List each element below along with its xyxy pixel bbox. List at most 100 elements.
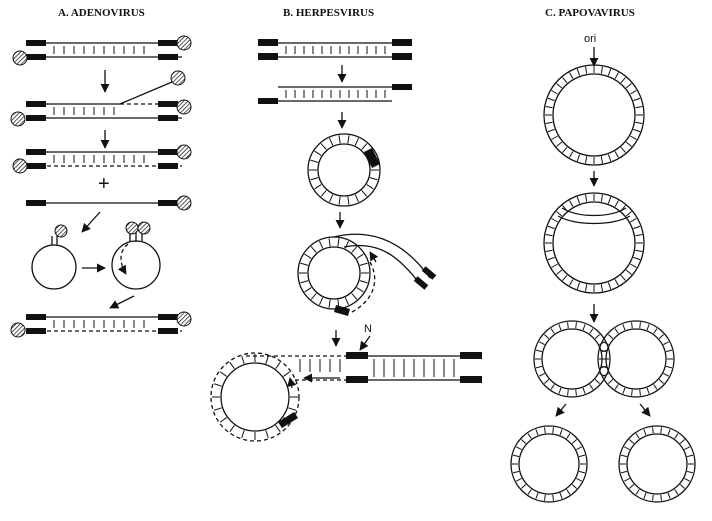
base-pair-tick bbox=[512, 454, 520, 458]
base-pair-tick bbox=[314, 150, 322, 156]
base-pair-tick bbox=[584, 284, 588, 292]
base-pair-tick bbox=[667, 492, 671, 499]
base-pair-tick bbox=[547, 256, 555, 261]
terminal-protein-icon bbox=[176, 35, 192, 51]
base-pair-tick bbox=[582, 387, 586, 394]
base-pair-tick bbox=[320, 143, 327, 150]
herpesvirus-title: B. HERPESVIRUS bbox=[283, 7, 374, 19]
base-pair-tick bbox=[328, 299, 331, 308]
step-arrow bbox=[109, 295, 135, 309]
base-pair-tick bbox=[679, 439, 686, 444]
base-pair-tick bbox=[527, 433, 532, 439]
base-pair-tick bbox=[520, 439, 527, 444]
base-pair-tick bbox=[625, 141, 632, 147]
base-pair-tick bbox=[614, 151, 619, 158]
base-pair-tick bbox=[667, 429, 671, 436]
base-pair-tick bbox=[320, 190, 327, 197]
base-pair-tick bbox=[535, 365, 543, 369]
base-pair-tick bbox=[589, 384, 594, 390]
base-pair-tick bbox=[516, 477, 522, 482]
base-pair-tick bbox=[351, 246, 358, 253]
base-pair-tick bbox=[558, 387, 562, 394]
base-pair-tick bbox=[562, 77, 568, 84]
base-pair-tick bbox=[545, 105, 553, 109]
base-pair-tick bbox=[219, 371, 227, 377]
base-pair-tick bbox=[547, 225, 555, 230]
papovavirus-panel: ori bbox=[510, 33, 696, 503]
base-pair-tick bbox=[663, 372, 669, 377]
base-pair-tick bbox=[328, 238, 331, 247]
base-pair-tick bbox=[545, 249, 553, 253]
base-pair-tick bbox=[686, 470, 694, 474]
base-pair-tick bbox=[607, 334, 614, 339]
cleavage-arrow bbox=[359, 335, 371, 351]
herpes-circular-genome bbox=[307, 133, 381, 207]
base-pair-tick bbox=[653, 328, 658, 334]
base-pair-tick bbox=[347, 196, 350, 205]
base-pair-tick bbox=[556, 83, 563, 89]
base-pair-tick bbox=[584, 194, 588, 202]
base-pair-tick bbox=[337, 238, 340, 247]
base-pair-tick bbox=[310, 293, 317, 300]
base-pair-tick bbox=[630, 263, 637, 268]
base-pair-tick bbox=[594, 334, 601, 339]
base-pair-tick bbox=[594, 379, 601, 384]
base-pair-tick bbox=[607, 68, 612, 76]
base-pair-tick bbox=[304, 287, 312, 293]
base-pair-tick bbox=[635, 249, 643, 253]
base-pair-tick bbox=[361, 143, 368, 150]
base-pair-tick bbox=[576, 282, 581, 290]
base-pair-tick bbox=[614, 328, 619, 334]
terminal-protein-icon bbox=[176, 311, 192, 327]
base-pair-tick bbox=[571, 484, 578, 489]
herpesvirus-panel: N bbox=[210, 39, 482, 442]
panhandle-circle-right bbox=[111, 221, 161, 290]
base-pair-tick bbox=[219, 417, 227, 423]
base-pair-tick bbox=[275, 425, 281, 433]
base-pair-tick bbox=[213, 383, 222, 387]
base-pair-tick bbox=[633, 97, 641, 102]
terminal-protein-icon bbox=[137, 221, 151, 235]
base-pair-tick bbox=[283, 371, 291, 377]
cleavage-site-label: N bbox=[364, 323, 372, 335]
terminal-protein-icon bbox=[12, 158, 28, 174]
base-pair-tick bbox=[620, 470, 628, 474]
base-pair-tick bbox=[633, 225, 641, 230]
base-pair-tick bbox=[569, 200, 574, 207]
base-pair-tick bbox=[545, 121, 553, 125]
step-arrow bbox=[81, 211, 101, 233]
base-pair-tick bbox=[213, 407, 222, 411]
base-pair-tick bbox=[686, 454, 694, 458]
base-pair-tick bbox=[628, 439, 635, 444]
base-pair-tick bbox=[310, 159, 319, 163]
papova-theta-structure bbox=[543, 192, 645, 294]
base-pair-tick bbox=[614, 72, 619, 79]
terminal-protein-icon bbox=[10, 111, 26, 127]
base-pair-tick bbox=[635, 489, 640, 495]
base-pair-tick bbox=[575, 322, 577, 329]
terminal-protein-icon bbox=[125, 221, 139, 235]
base-pair-tick bbox=[556, 211, 563, 217]
base-pair-tick bbox=[567, 322, 569, 329]
base-pair-tick bbox=[310, 177, 319, 181]
base-pair-tick bbox=[265, 355, 269, 364]
base-pair-tick bbox=[631, 389, 633, 396]
base-pair-tick bbox=[584, 66, 588, 74]
step-arrow bbox=[639, 403, 651, 417]
base-pair-tick bbox=[347, 135, 350, 144]
base-pair-tick bbox=[658, 379, 665, 384]
base-pair-tick bbox=[625, 211, 632, 217]
base-pair-tick bbox=[652, 494, 654, 501]
base-pair-tick bbox=[314, 184, 322, 190]
terminal-protein-icon bbox=[12, 50, 28, 66]
papova-daughter-left bbox=[510, 425, 588, 503]
terminal-protein-icon bbox=[176, 99, 192, 115]
base-pair-tick bbox=[660, 427, 662, 434]
base-pair-tick bbox=[589, 328, 594, 334]
base-pair-tick bbox=[319, 297, 324, 306]
base-pair-tick bbox=[633, 256, 641, 261]
base-pair-tick bbox=[551, 263, 558, 268]
base-pair-tick bbox=[620, 146, 626, 153]
base-pair-tick bbox=[550, 328, 555, 334]
